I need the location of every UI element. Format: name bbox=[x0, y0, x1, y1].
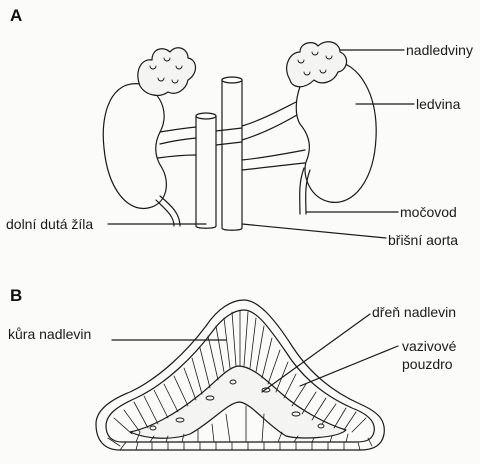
label-vazivove: vazivové bbox=[402, 338, 456, 354]
aorta-top bbox=[222, 77, 242, 83]
label-ledvina: ledvina bbox=[416, 96, 460, 112]
label-dren-nadlevin: dřeň nadlevin bbox=[372, 304, 456, 320]
left-adrenal bbox=[138, 48, 196, 96]
label-mocovod: močovod bbox=[400, 204, 457, 220]
label-kura-nadlevin: kůra nadlevin bbox=[8, 326, 91, 342]
right-ureter bbox=[300, 168, 304, 214]
label-brisni-aorta: břišní aorta bbox=[388, 232, 458, 248]
panel-a-letter: A bbox=[10, 6, 22, 26]
vena-cava-top bbox=[196, 113, 216, 119]
label-pouzdro: pouzdro bbox=[402, 356, 453, 372]
leader-vazivove bbox=[300, 346, 398, 386]
leader-aorta bbox=[242, 224, 386, 238]
panel-b-letter: B bbox=[10, 286, 22, 306]
left-ureter bbox=[160, 196, 180, 226]
abdominal-aorta bbox=[222, 79, 242, 231]
label-nadledviny: nadledviny bbox=[406, 42, 473, 58]
right-renal-vessels bbox=[242, 100, 305, 170]
label-dolni-duta-zila: dolní dutá žíla bbox=[6, 216, 93, 232]
inferior-vena-cava bbox=[196, 116, 216, 228]
left-renal-vessels bbox=[158, 127, 196, 158]
left-kidney bbox=[103, 84, 166, 209]
